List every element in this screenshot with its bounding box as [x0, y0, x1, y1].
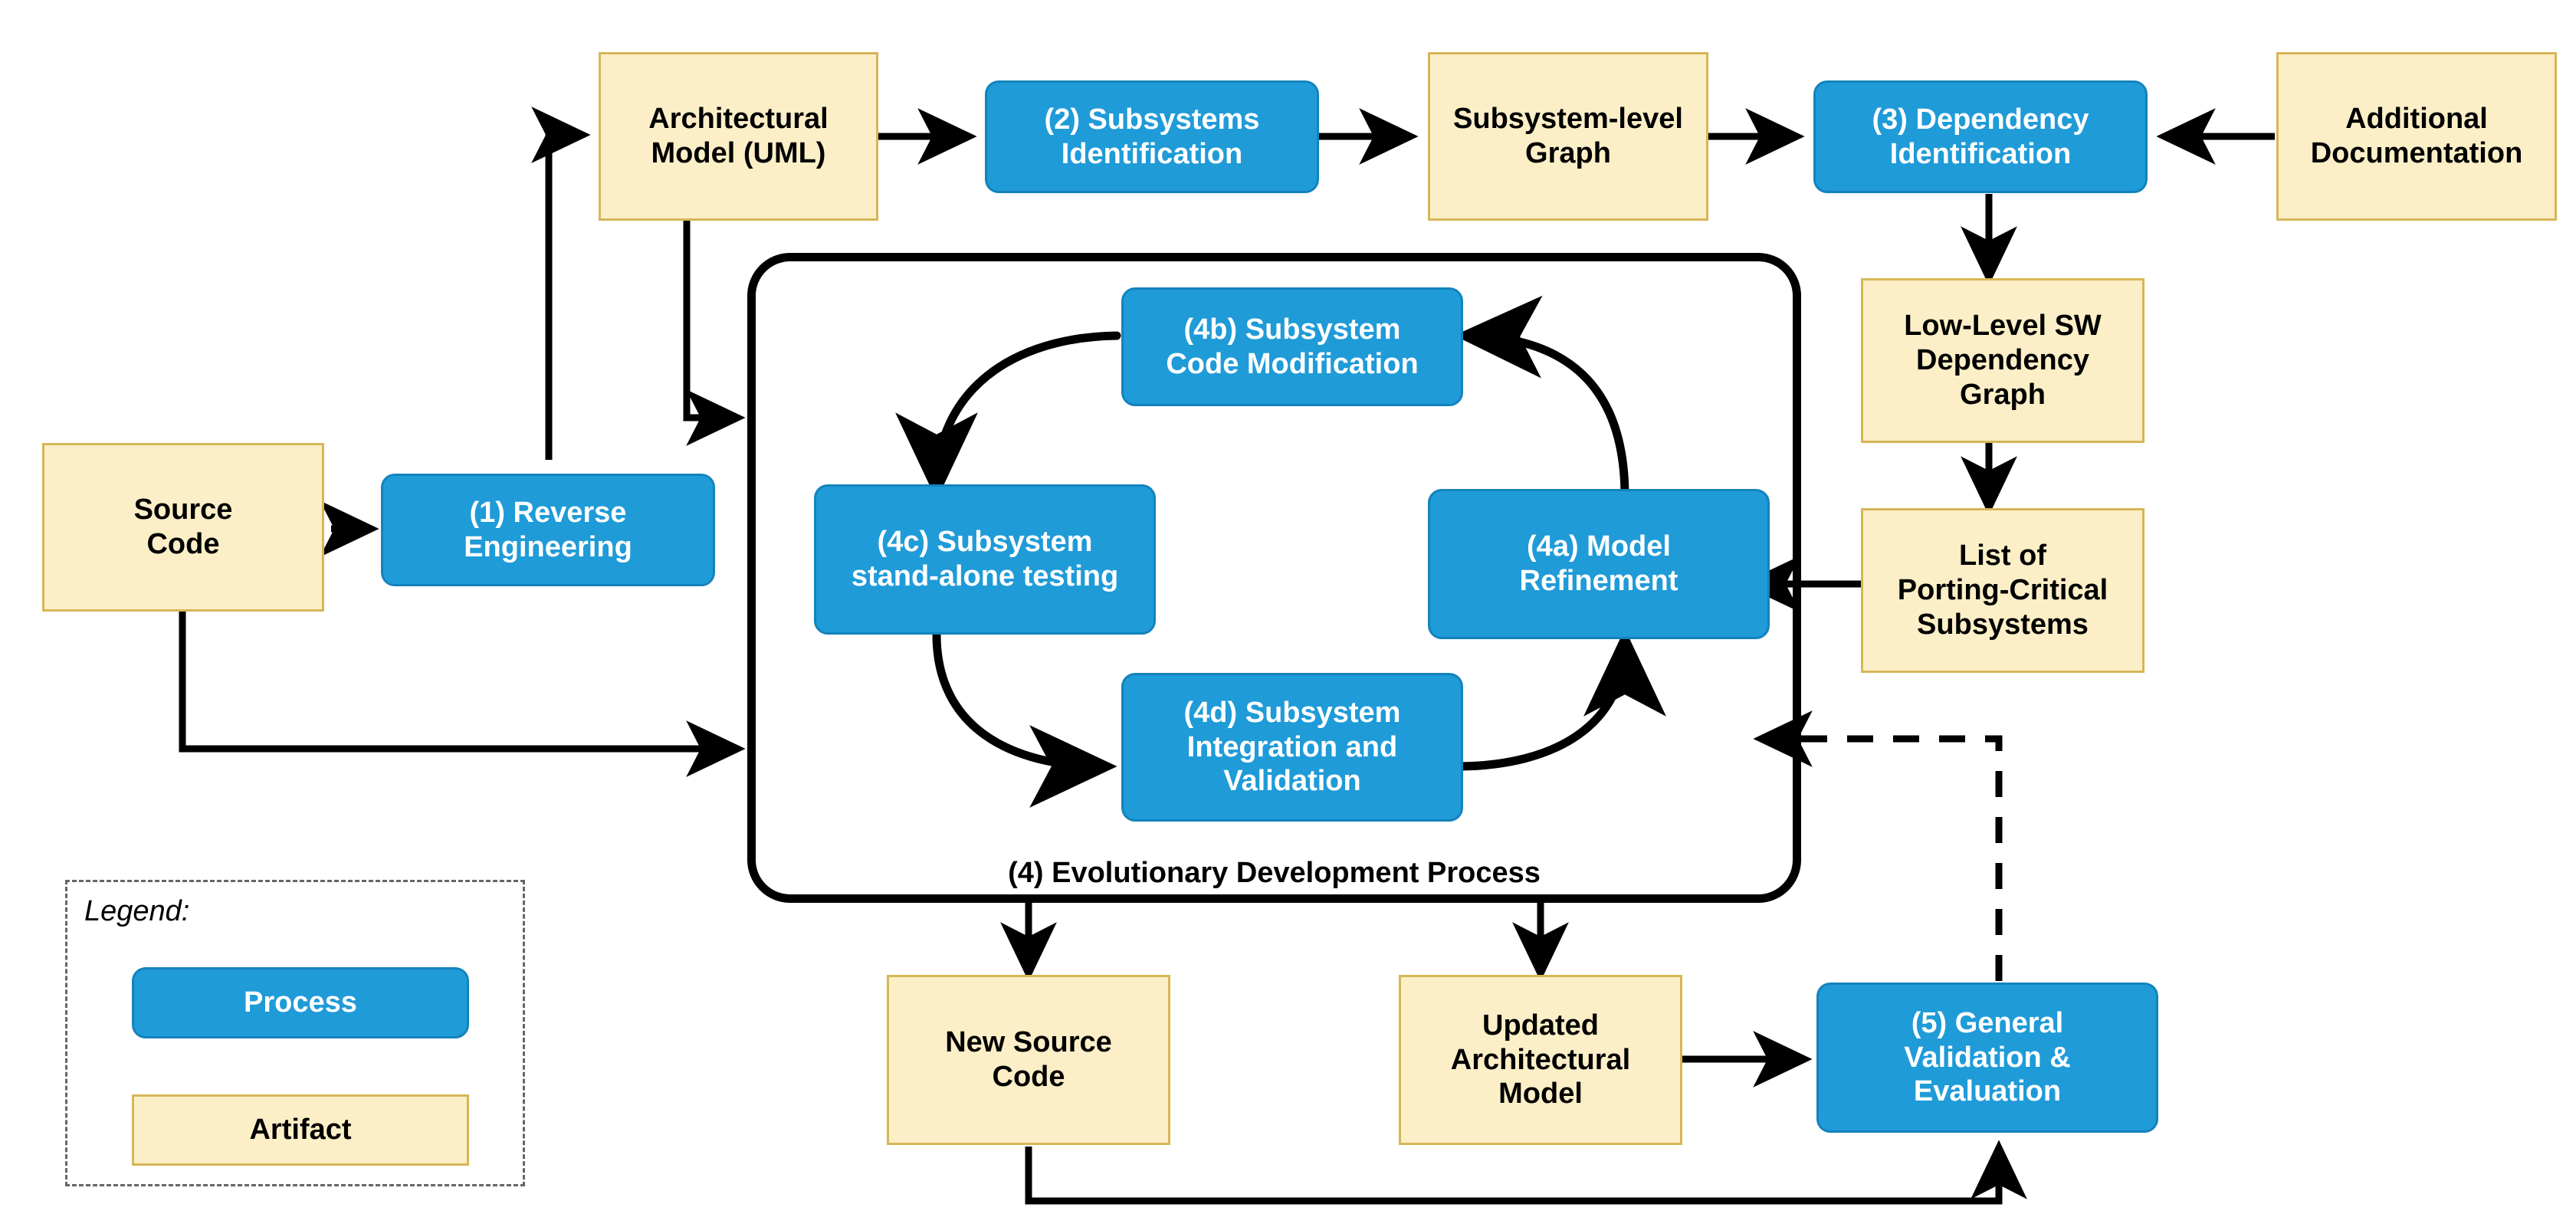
artifact-low-level-sw-dependency-graph[interactable]: Low-Level SW Dependency Graph — [1861, 278, 2144, 443]
process-model-refinement[interactable]: (4a) Model Refinement — [1428, 489, 1770, 639]
edge-source-code-to-evolutionary-process — [179, 612, 746, 777]
artifact-architectural-model[interactable]: Architectural Model (UML) — [599, 52, 878, 221]
process-general-validation-evaluation[interactable]: (5) General Validation & Evaluation — [1816, 983, 2158, 1133]
process-subsystems-identification[interactable]: (2) Subsystems Identification — [985, 80, 1319, 193]
artifact-list-of-porting-critical-subsystems[interactable]: List of Porting-Critical Subsystems — [1861, 508, 2144, 673]
legend-swatch-artifact: Artifact — [132, 1094, 469, 1166]
artifact-source-code[interactable]: Source Code — [42, 443, 324, 612]
process-dependency-identification[interactable]: (3) Dependency Identification — [1813, 80, 2148, 193]
artifact-new-source-code[interactable]: New Source Code — [887, 975, 1170, 1145]
process-subsystem-integration-validation[interactable]: (4d) Subsystem Integration and Validatio… — [1121, 673, 1463, 822]
artifact-updated-architectural-model[interactable]: Updated Architectural Model — [1399, 975, 1682, 1145]
edge-reverse-engineering-to-architectural-model — [531, 107, 591, 460]
process-subsystem-standalone-testing[interactable]: (4c) Subsystem stand-alone testing — [814, 484, 1156, 635]
process-reverse-engineering[interactable]: (1) Reverse Engineering — [381, 474, 715, 586]
artifact-additional-documentation[interactable]: Additional Documentation — [2276, 52, 2557, 221]
legend-container — [65, 880, 525, 1186]
artifact-subsystem-level-graph[interactable]: Subsystem-level Graph — [1428, 52, 1708, 221]
evolutionary-development-process-label: (4) Evolutionary Development Process — [1008, 857, 1541, 889]
legend-swatch-process: Process — [132, 967, 469, 1038]
edge-architectural-model-to-evolutionary-process — [683, 221, 746, 446]
process-subsystem-code-modification[interactable]: (4b) Subsystem Code Modification — [1121, 287, 1463, 406]
legend-title: Legend: — [84, 895, 190, 927]
edge-new-source-code-to-general-validation — [1025, 1140, 2027, 1205]
